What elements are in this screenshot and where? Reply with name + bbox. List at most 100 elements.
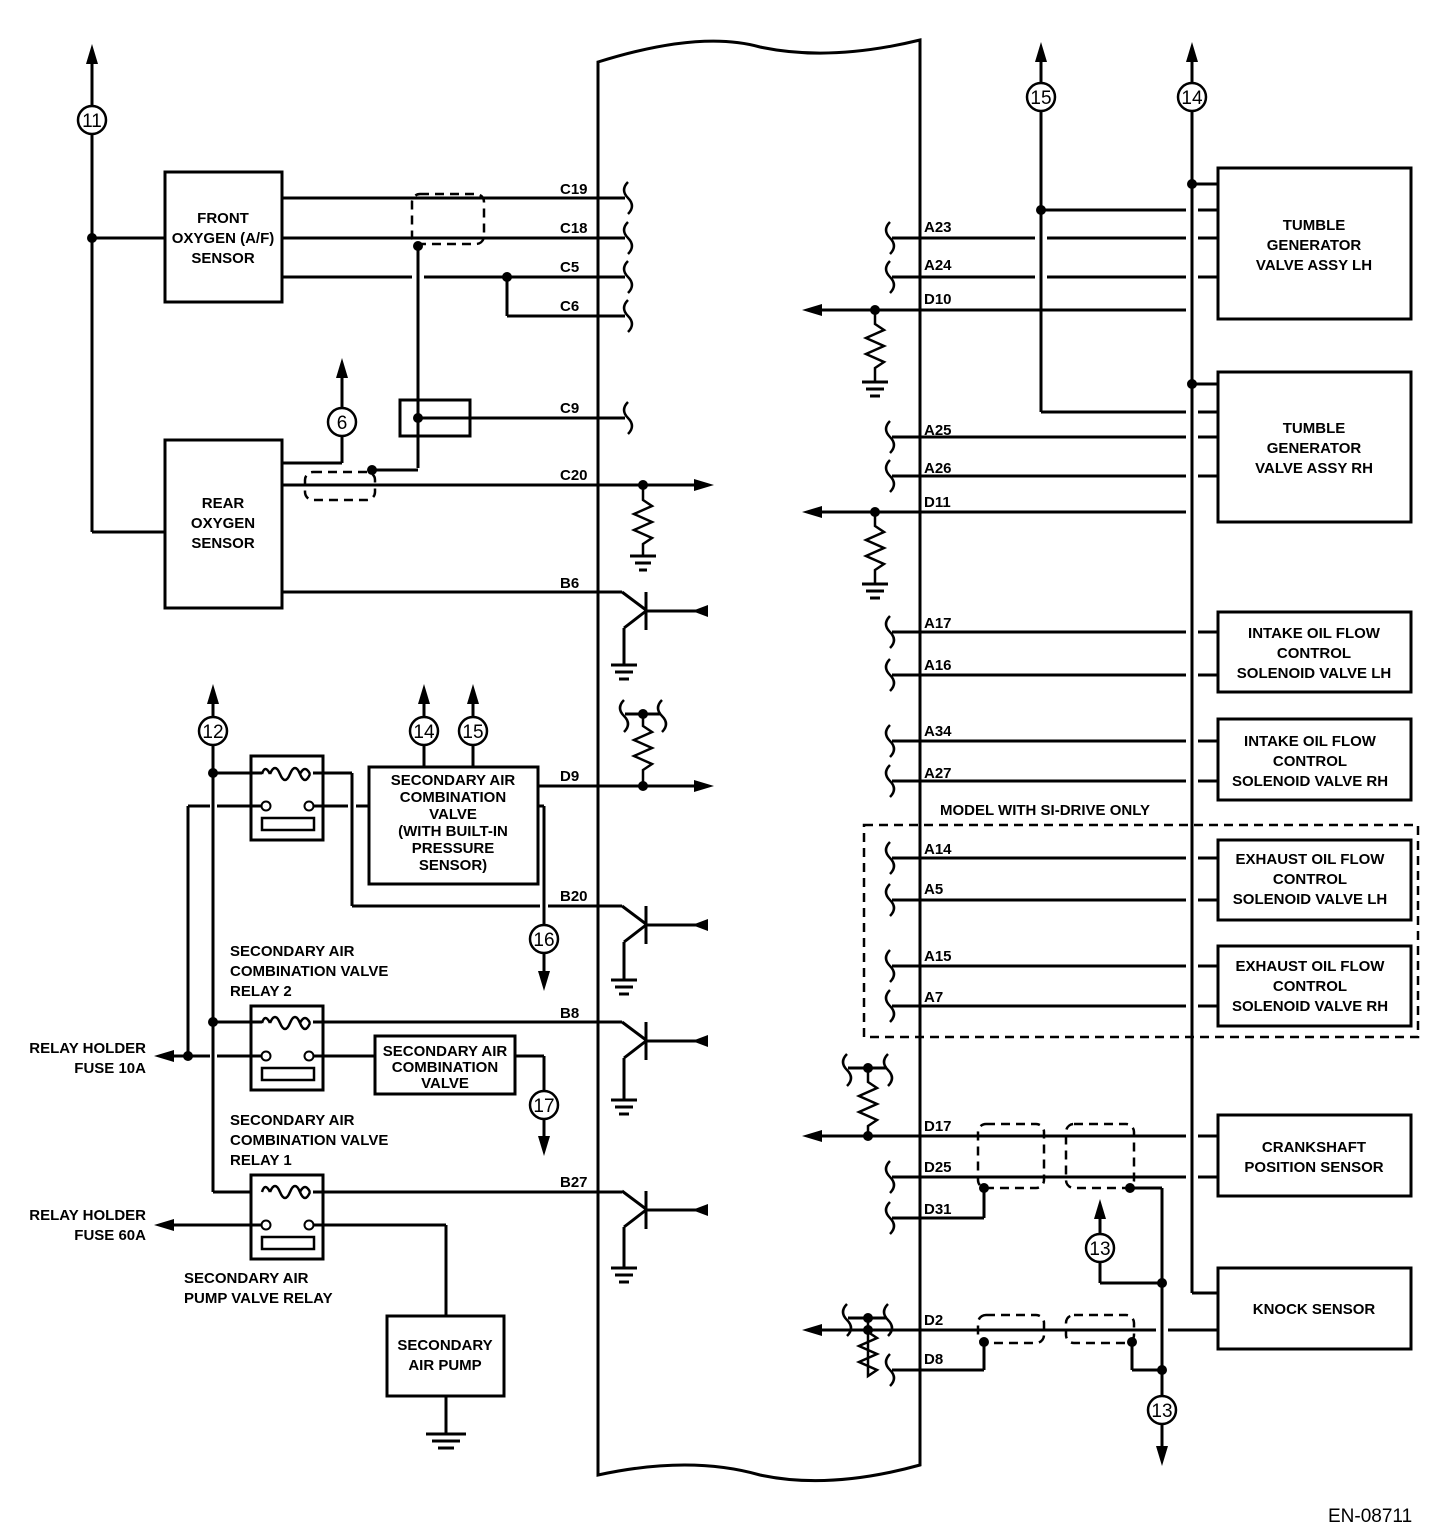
intake-lh-label-2: CONTROL: [1277, 645, 1351, 662]
pin-A5: A5: [924, 881, 943, 898]
fuse-60a-label-1: RELAY HOLDER: [29, 1207, 146, 1224]
connector-17-label: 17: [533, 1096, 554, 1117]
relay-1-label-1: SECONDARY AIR: [230, 1112, 355, 1129]
pump-valve-relay: [154, 1173, 622, 1316]
wire-break-icon: [884, 260, 896, 294]
fuse-10a-label-2: FUSE 10A: [74, 1060, 146, 1077]
wire-break-icon: [884, 615, 896, 649]
exhaust-lh-label-1: EXHAUST OIL FLOW: [1236, 851, 1386, 868]
sacv-label-2: COMBINATION: [400, 789, 506, 806]
sacv-label-1: SECONDARY AIR: [391, 772, 516, 789]
pin-A34: A34: [924, 723, 952, 740]
pin-B27: B27: [560, 1174, 588, 1191]
pin-labels-left: C19 C18 C5 C6 C9 C20 B6 D9 B20 B8 B27: [560, 181, 588, 1191]
front-oxygen-sensor: FRONT OXYGEN (A/F) SENSOR: [163, 170, 284, 304]
sacv-label-6: SENSOR): [419, 857, 487, 874]
relay-top: [186, 754, 622, 1056]
si-drive-boundary: [862, 823, 1420, 1039]
intake-ocv-lh: INTAKE OIL FLOW CONTROL SOLENOID VALVE L…: [1216, 610, 1413, 694]
sacv-label-5: PRESSURE: [412, 840, 495, 857]
pin-labels-right: A23 A24 D10 A25 A26 D11 A17 A16 A34 A27 …: [924, 219, 952, 1368]
connector-13b-label: 13: [1151, 1401, 1172, 1422]
pin-A23: A23: [924, 219, 952, 236]
connector-11: 11: [76, 44, 165, 534]
intake-rh-label-2: CONTROL: [1273, 753, 1347, 770]
pin-D8: D8: [924, 1351, 943, 1368]
tgv-lh-label-2: GENERATOR: [1267, 237, 1362, 254]
sacv2-label-1: SECONDARY AIR: [383, 1043, 508, 1060]
ecm-body: [596, 38, 922, 1483]
tgv-rh-label-3: VALVE ASSY RH: [1255, 460, 1373, 477]
d9-pullup: [618, 699, 668, 791]
transistor-b8: [611, 1020, 708, 1116]
connector-12: 12: [197, 684, 255, 1194]
si-drive-label: MODEL WITH SI-DRIVE ONLY: [940, 802, 1150, 819]
rear-o2-label-1: REAR: [202, 495, 245, 512]
pin-D17: D17: [924, 1118, 952, 1135]
fuse-10a-label-1: RELAY HOLDER: [29, 1040, 146, 1057]
connector-14b-label: 14: [1181, 88, 1203, 109]
sec-air-comb-valve: SECONDARY AIR COMBINATION VALVE 17: [373, 1034, 560, 1156]
transistor-b6: [611, 590, 708, 681]
connector-12-label: 12: [202, 722, 223, 743]
crank-knock-wiring: 13 13: [802, 1053, 1218, 1466]
tgv-lh-label-1: TUMBLE: [1283, 217, 1346, 234]
d11-pulldown: [802, 506, 1186, 600]
wire-break-icon: [884, 1160, 896, 1194]
relay-2-label-1: SECONDARY AIR: [230, 943, 355, 960]
pin-A25: A25: [924, 422, 952, 439]
wire-break-icon: [884, 658, 896, 692]
relay-1-label-2: COMBINATION VALVE: [230, 1132, 388, 1149]
wire-break-icon: [884, 724, 896, 758]
rear-o2-label-2: OXYGEN: [191, 515, 255, 532]
wire-breaks-left: [622, 181, 634, 435]
pin-A14: A14: [924, 841, 952, 858]
rear-o2-wires: 6: [282, 358, 714, 594]
wire-break-icon: [884, 949, 896, 983]
pin-D10: D10: [924, 291, 952, 308]
intake-rh-label-3: SOLENOID VALVE RH: [1232, 773, 1388, 790]
pump-label-1: SECONDARY: [397, 1337, 492, 1354]
crankshaft-sensor: CRANKSHAFT POSITION SENSOR: [1216, 1113, 1413, 1198]
tgv-rh-label-1: TUMBLE: [1283, 420, 1346, 437]
tgv-rh-label-2: GENERATOR: [1267, 440, 1362, 457]
wire-break-icon: [884, 989, 896, 1023]
connector-14a-label: 14: [413, 722, 435, 743]
tgv-lh: TUMBLE GENERATOR VALVE ASSY LH: [1216, 166, 1413, 321]
exhaust-rh-label-3: SOLENOID VALVE RH: [1232, 998, 1388, 1015]
relay-2: [154, 1004, 622, 1092]
connector-15a-label: 15: [462, 722, 483, 743]
exhaust-ocv-rh: EXHAUST OIL FLOW CONTROL SOLENOID VALVE …: [1216, 944, 1413, 1028]
intake-lh-label-3: SOLENOID VALVE LH: [1237, 665, 1391, 682]
exhaust-lh-label-3: SOLENOID VALVE LH: [1233, 891, 1387, 908]
front-o2-label-1: FRONT: [197, 210, 249, 227]
relay-2-label-2: COMBINATION VALVE: [230, 963, 388, 980]
pin-C5: C5: [560, 259, 579, 276]
figure-id: EN-08711: [1328, 1506, 1412, 1527]
wire-break-icon: [884, 1201, 896, 1235]
front-o2-label-3: SENSOR: [191, 250, 255, 267]
pin-A7: A7: [924, 989, 943, 1006]
pin-A26: A26: [924, 460, 952, 477]
intake-rh-label-1: INTAKE OIL FLOW: [1244, 733, 1377, 750]
connector-11-label: 11: [82, 111, 102, 132]
intake-ocv-rh: INTAKE OIL FLOW CONTROL SOLENOID VALVE R…: [1216, 717, 1413, 802]
pin-A27: A27: [924, 765, 952, 782]
pin-C9: C9: [560, 400, 579, 417]
right-signal-wires: [884, 221, 1218, 1387]
pin-C20: C20: [560, 467, 588, 484]
relay-1-label: SECONDARY AIR COMBINATION VALVE RELAY 1: [230, 1112, 388, 1169]
exhaust-lh-label-2: CONTROL: [1273, 871, 1347, 888]
front-o2-label-2: OXYGEN (A/F): [172, 230, 275, 247]
bus-14: 14: [1176, 42, 1218, 1295]
exhaust-ocv-lh: EXHAUST OIL FLOW CONTROL SOLENOID VALVE …: [1216, 838, 1413, 922]
exhaust-rh-label-2: CONTROL: [1273, 978, 1347, 995]
connector-6-label: 6: [337, 413, 348, 434]
pin-D11: D11: [924, 494, 951, 511]
tgv-rh: TUMBLE GENERATOR VALVE ASSY RH: [1216, 370, 1413, 524]
sacv-label-4: (WITH BUILT-IN: [398, 823, 508, 840]
pin-C18: C18: [560, 220, 588, 237]
wire-break-icon: [884, 1353, 896, 1387]
crank-label-1: CRANKSHAFT: [1262, 1139, 1366, 1156]
sec-air-pump: SECONDARY AIR PUMP: [385, 1314, 506, 1450]
